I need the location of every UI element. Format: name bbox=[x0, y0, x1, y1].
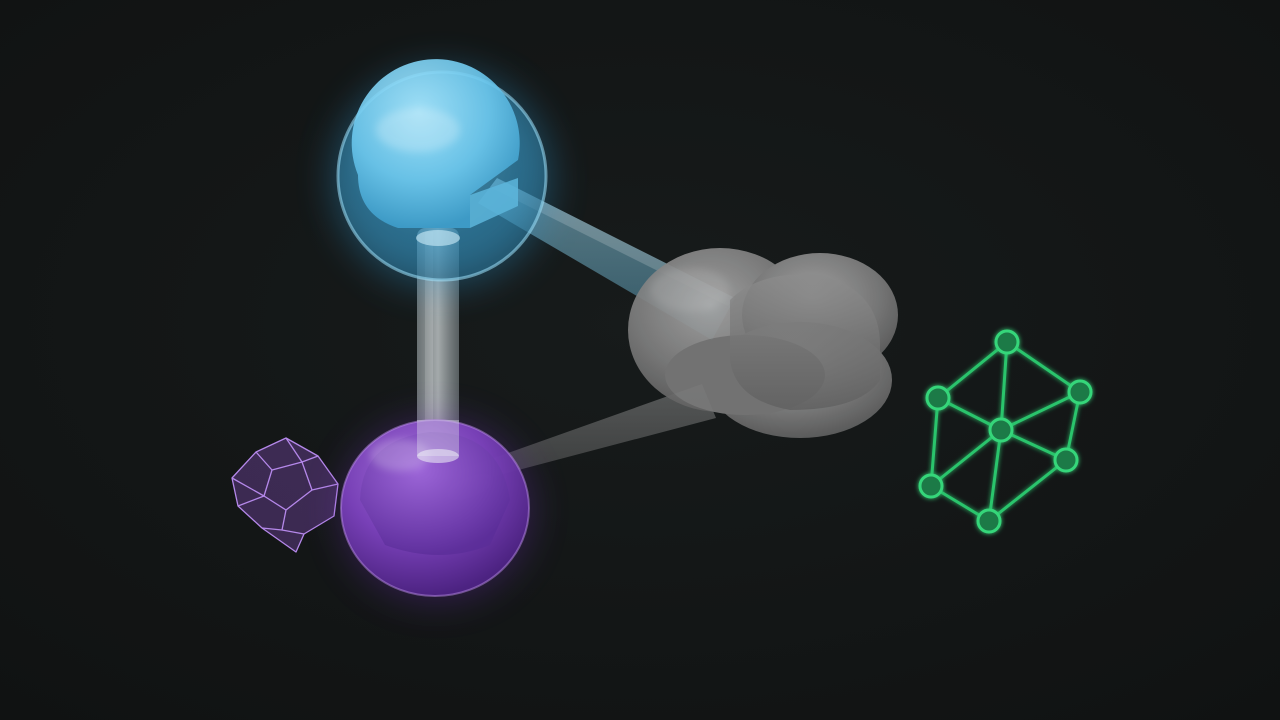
violet-sphere-node bbox=[340, 418, 532, 602]
violet-polyhedron-mesh bbox=[231, 437, 339, 553]
green-network-graph-icon bbox=[918, 329, 1093, 534]
gray-cloud-node bbox=[628, 248, 898, 438]
cyan-sphere-node bbox=[332, 59, 552, 288]
rod-end-caps bbox=[417, 420, 459, 463]
